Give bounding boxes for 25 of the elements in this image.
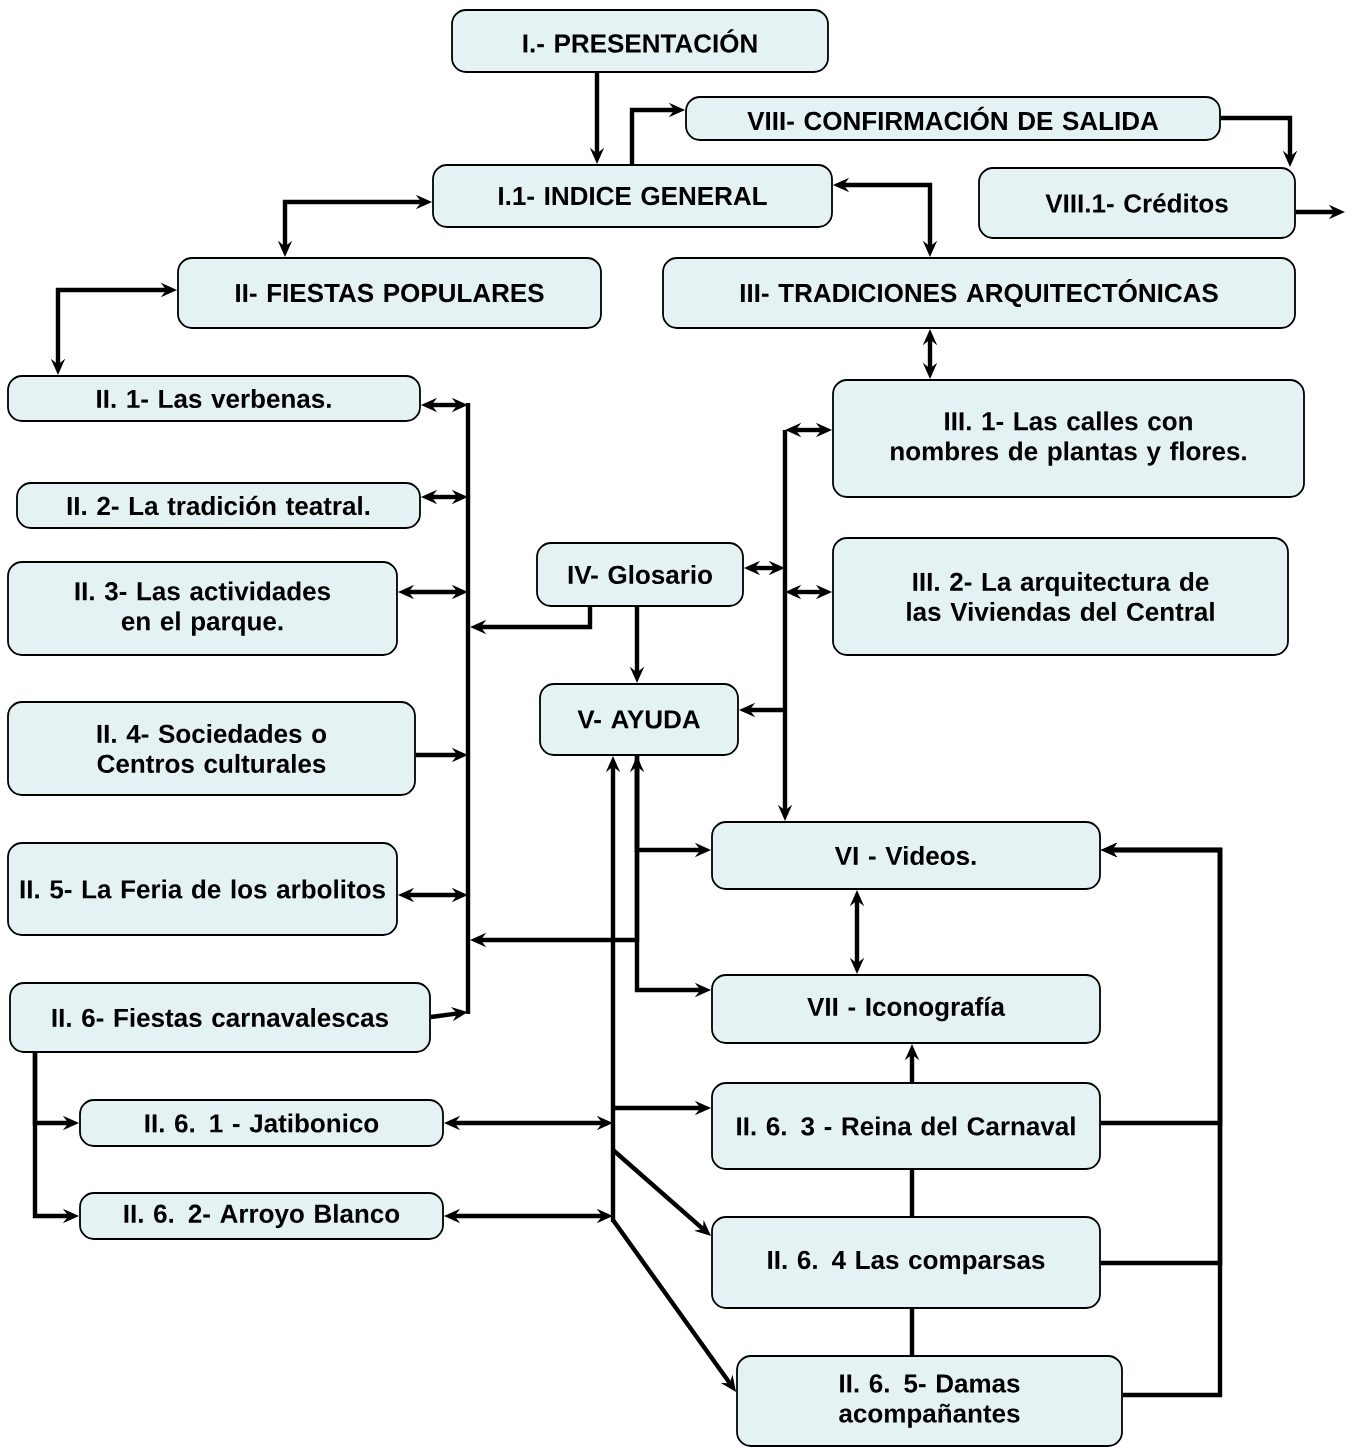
menu-box: II. 4- Sociedades o Centros culturales <box>7 701 416 796</box>
menu-box: II. 3- Las actividades en el parque. <box>7 561 398 656</box>
menu-box: II. 2- La tradición teatral. <box>16 482 421 529</box>
menu-box: II. 5- La Feria de los arbolitos <box>7 842 398 936</box>
menu-box: VI - Videos. <box>711 821 1101 890</box>
menu-box: II. 6. 5- Damas acompañantes <box>736 1355 1123 1447</box>
menu-box: III. 1- Las calles con nombres de plantas y flores. <box>832 379 1305 498</box>
menu-box: III- TRADICIONES ARQUITECTÓNICAS <box>662 257 1296 329</box>
menu-box: II. 6- Fiestas carnavalescas <box>9 982 431 1053</box>
menu-box: II. 1- Las verbenas. <box>7 375 421 422</box>
menu-box: I.- PRESENTACIÓN <box>451 9 829 73</box>
menu-box: IV- Glosario <box>536 542 744 607</box>
menu-box: II. 6. 4 Las comparsas <box>711 1216 1101 1309</box>
menu-box: VIII.1- Créditos <box>978 167 1296 239</box>
menu-box: II. 6. 2- Arroyo Blanco <box>79 1192 444 1240</box>
connector-line <box>909 1308 915 1356</box>
menu-box: I.1- INDICE GENERAL <box>432 164 833 228</box>
menu-box: II. 6. 1 - Jatibonico <box>79 1099 444 1147</box>
menu-box: VII - Iconografía <box>711 974 1101 1044</box>
menu-box: VIII- CONFIRMACIÓN DE SALIDA <box>685 96 1221 141</box>
menu-box: II. 6. 3 - Reina del Carnaval <box>711 1082 1101 1170</box>
menu-box: II- FIESTAS POPULARES <box>177 257 602 329</box>
connector-line <box>909 1169 915 1217</box>
menu-box: III. 2- La arquitectura de las Viviendas del Central <box>832 537 1289 656</box>
menu-box: V- AYUDA <box>539 683 739 756</box>
